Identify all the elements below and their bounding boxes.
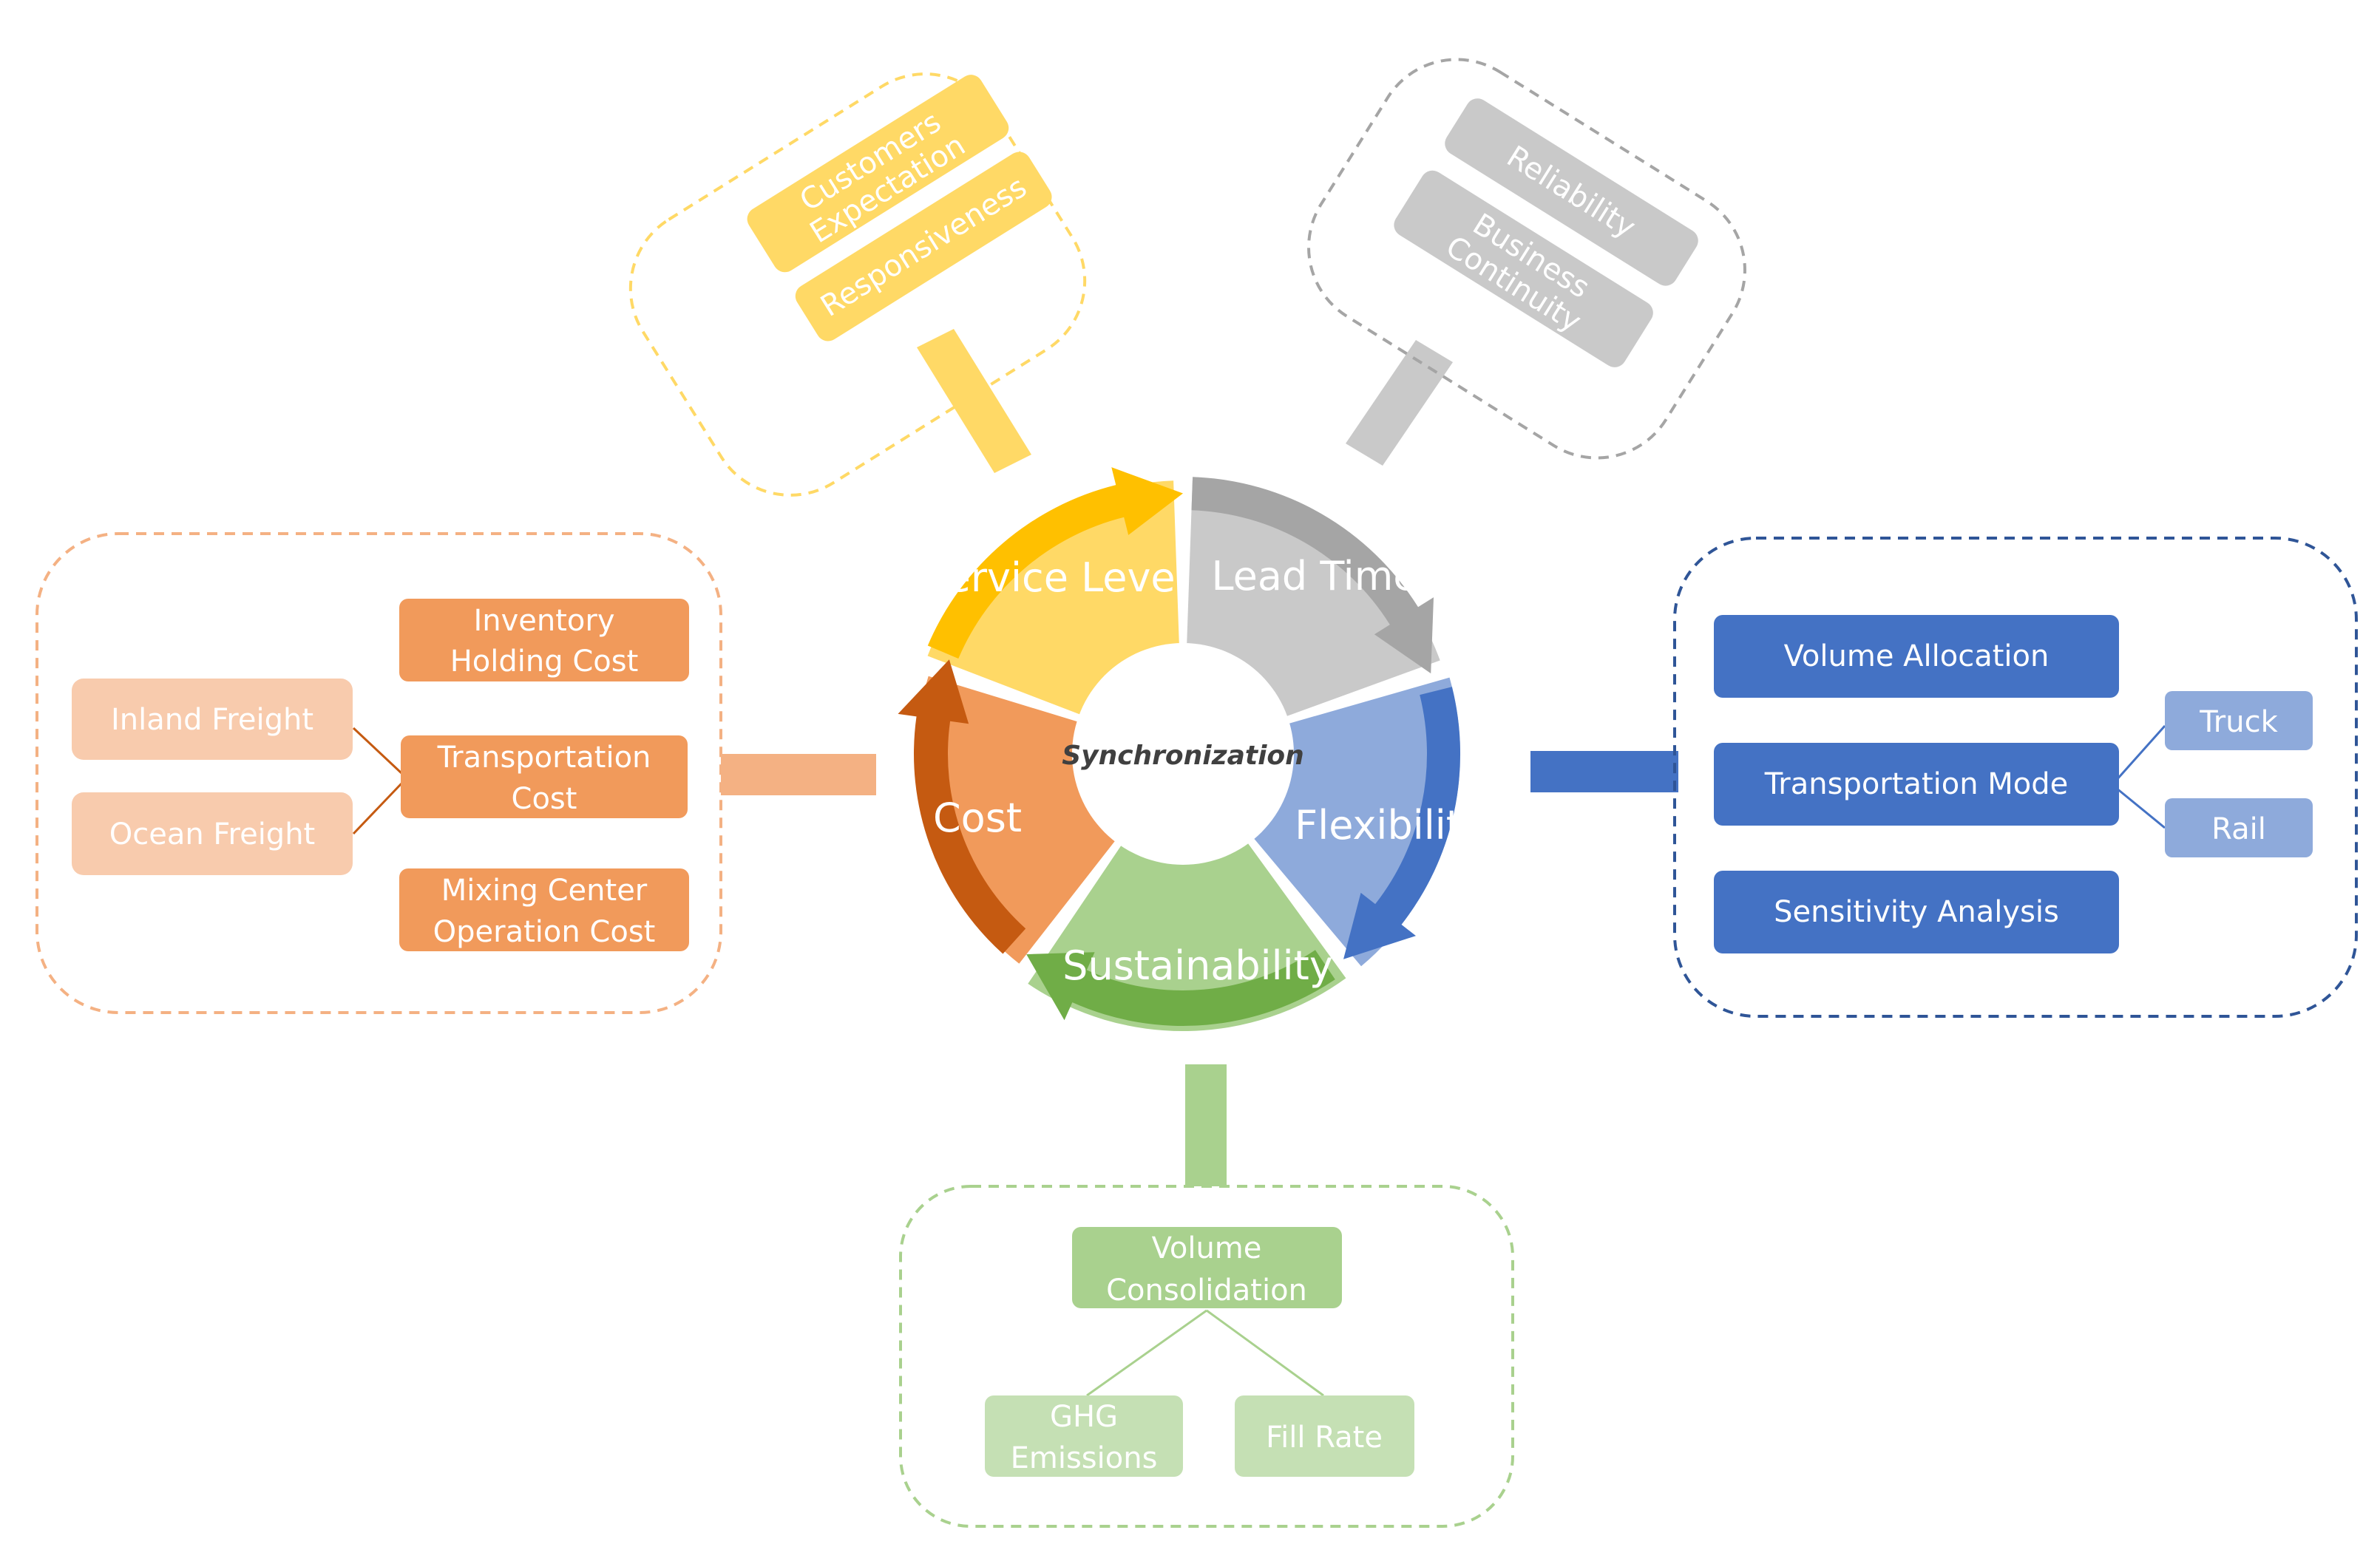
center-label: Synchronization [1062, 741, 1304, 771]
cycle-arrow-flexibility [1343, 687, 1460, 959]
cost-group-outline [35, 532, 722, 1014]
lead-connector [1346, 340, 1453, 466]
service-connector [917, 329, 1031, 473]
flex-main-item-3: Sensitivity Analysis [1774, 895, 2059, 929]
cost-sub-item-2: Ocean Freight [109, 817, 315, 851]
sust-sub-item-1-line-1: GHG [1050, 1400, 1118, 1434]
flex-sub-item [2165, 798, 2313, 857]
sust-group-outline [899, 1185, 1514, 1528]
sust-main-item-line-2: Consolidation [1106, 1274, 1307, 1308]
service-item-box [747, 75, 1009, 273]
segment-sustainability [1028, 754, 1346, 1032]
cycle-arrow-cost [898, 659, 1026, 954]
cost-sub-item [72, 792, 353, 875]
center-circle [1072, 643, 1294, 865]
segment-label-sustainability: Sustainability [1062, 942, 1333, 989]
sust-main-item [1072, 1227, 1342, 1308]
flex-group-outline [1673, 537, 2358, 1018]
cost-main-item [399, 599, 689, 681]
flex-group: Volume Allocation Transportation Mode Se… [1714, 615, 2313, 953]
sust-link [1086, 1309, 1207, 1397]
cycle-arrow-service-level [927, 467, 1183, 659]
cost-main-item-2-line-2: Cost [512, 782, 577, 816]
lead-group-outline [1307, 58, 1746, 460]
cost-main-item-1-line-1: Inventory [473, 604, 614, 638]
sust-sub-item-1-line-2: Emissions [1011, 1441, 1158, 1475]
flex-main-item [1714, 743, 2119, 826]
segment-label-service-level: Service Level [921, 554, 1186, 601]
sust-sub-item [985, 1395, 1183, 1477]
cost-main-item [399, 868, 689, 951]
flex-sub-item [2165, 691, 2313, 750]
segment-label-flexibility: Flexibility [1295, 802, 1485, 849]
cost-main-item-1-line-2: Holding Cost [450, 645, 639, 679]
lead-group: Reliability Business Continuity [1394, 98, 1698, 367]
flex-link [2115, 725, 2166, 781]
cost-connector [721, 754, 876, 795]
flex-link [2115, 786, 2166, 829]
flex-sub-item-2: Rail [2211, 812, 2266, 846]
sust-connector [1185, 1064, 1227, 1186]
cost-sub-item-1: Inland Freight [111, 703, 313, 737]
cost-main-item [401, 735, 688, 818]
sust-group: Volume Consolidation GHG Emissions Fill … [985, 1227, 1414, 1477]
flex-connector [1530, 751, 1678, 792]
flex-main-item-2: Transportation Mode [1764, 767, 2069, 801]
cost-link [352, 727, 403, 775]
cost-sub-item [72, 679, 353, 760]
lead-item-box [1394, 170, 1653, 367]
cycle-arrow-lead-time [1191, 477, 1434, 674]
cost-main-item-2-line-1: Transportation [437, 741, 651, 775]
lead-item-box [1445, 98, 1698, 286]
flex-main-item [1714, 615, 2119, 698]
sust-main-item-line-1: Volume [1152, 1231, 1262, 1265]
flex-main-item-1: Volume Allocation [1784, 639, 2050, 673]
sust-sub-item [1235, 1395, 1414, 1477]
service-item-box [795, 152, 1052, 341]
sust-link [1206, 1309, 1324, 1397]
flex-main-item [1714, 871, 2119, 953]
cost-link [352, 782, 403, 835]
cost-main-item-3-line-2: Operation Cost [433, 915, 656, 949]
segment-label-lead-time: Lead Time [1211, 553, 1417, 599]
cost-main-item-3-line-1: Mixing Center [441, 874, 648, 908]
cost-group: Inventory Holding Cost Transportation Co… [72, 599, 689, 951]
cycle-arrow-sustainability [1026, 950, 1335, 1026]
service-group: Customers Expectation Responsiveness [747, 75, 1052, 341]
segment-label-cost: Cost [933, 795, 1022, 841]
flex-sub-item-1: Truck [2199, 705, 2278, 739]
sust-sub-item-2: Fill Rate [1266, 1421, 1383, 1455]
